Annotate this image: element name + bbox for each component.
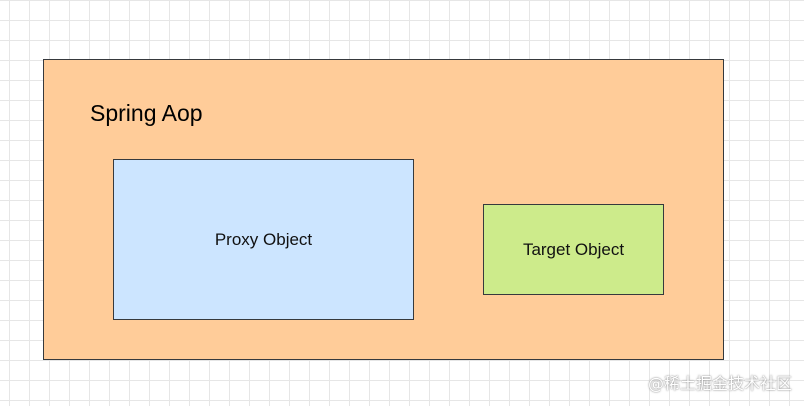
container-title: Spring Aop: [90, 100, 203, 126]
watermark: @稀土掘金技术社区: [647, 374, 792, 393]
target-object-label: Target Object: [522, 239, 625, 259]
proxy-object-label: Proxy Object: [214, 229, 313, 249]
target-object-node[interactable]: Target Object: [483, 204, 664, 295]
proxy-object-node[interactable]: Proxy Object: [113, 159, 414, 320]
